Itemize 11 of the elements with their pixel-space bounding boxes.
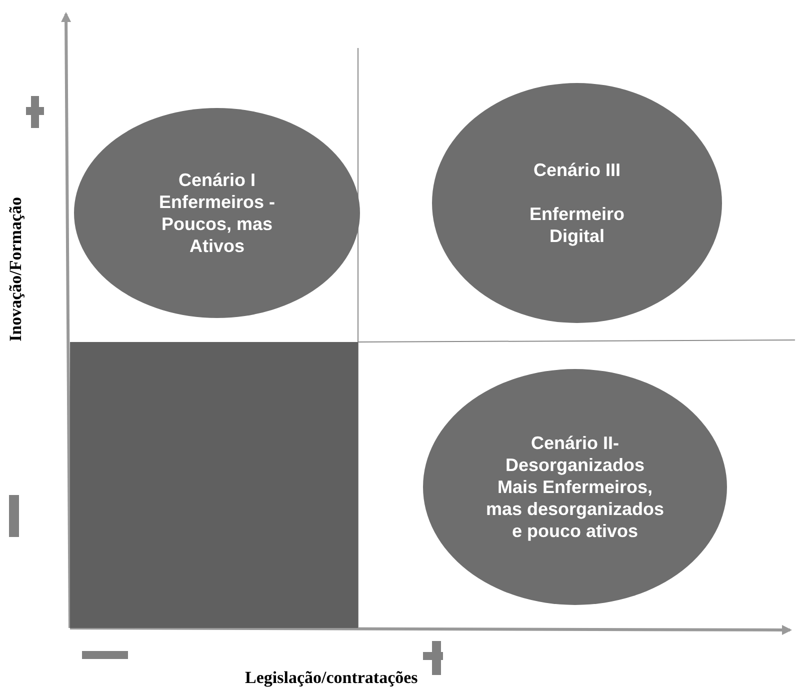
scenario-ellipse bbox=[74, 108, 360, 318]
scenario-text: Enfermeiro Digital bbox=[528, 203, 626, 247]
scenario-text: Cenário III bbox=[533, 159, 621, 181]
scenario-ellipse bbox=[432, 83, 722, 323]
scenario-text: Cenário II- Desorganizados bbox=[504, 432, 646, 476]
x-axis-label: Legislação/contratações bbox=[245, 668, 418, 688]
y-axis-label: Inovação/Formação bbox=[6, 197, 26, 342]
quadrant-fill bbox=[70, 342, 358, 628]
scenario-ellipse bbox=[423, 369, 727, 605]
scenario-text: Mais Enfermeiros, mas desorganizados e pouco ativos bbox=[484, 476, 666, 542]
scenario-text: Cenário I Enfermeiros - Poucos, mas Ativos bbox=[158, 169, 276, 257]
